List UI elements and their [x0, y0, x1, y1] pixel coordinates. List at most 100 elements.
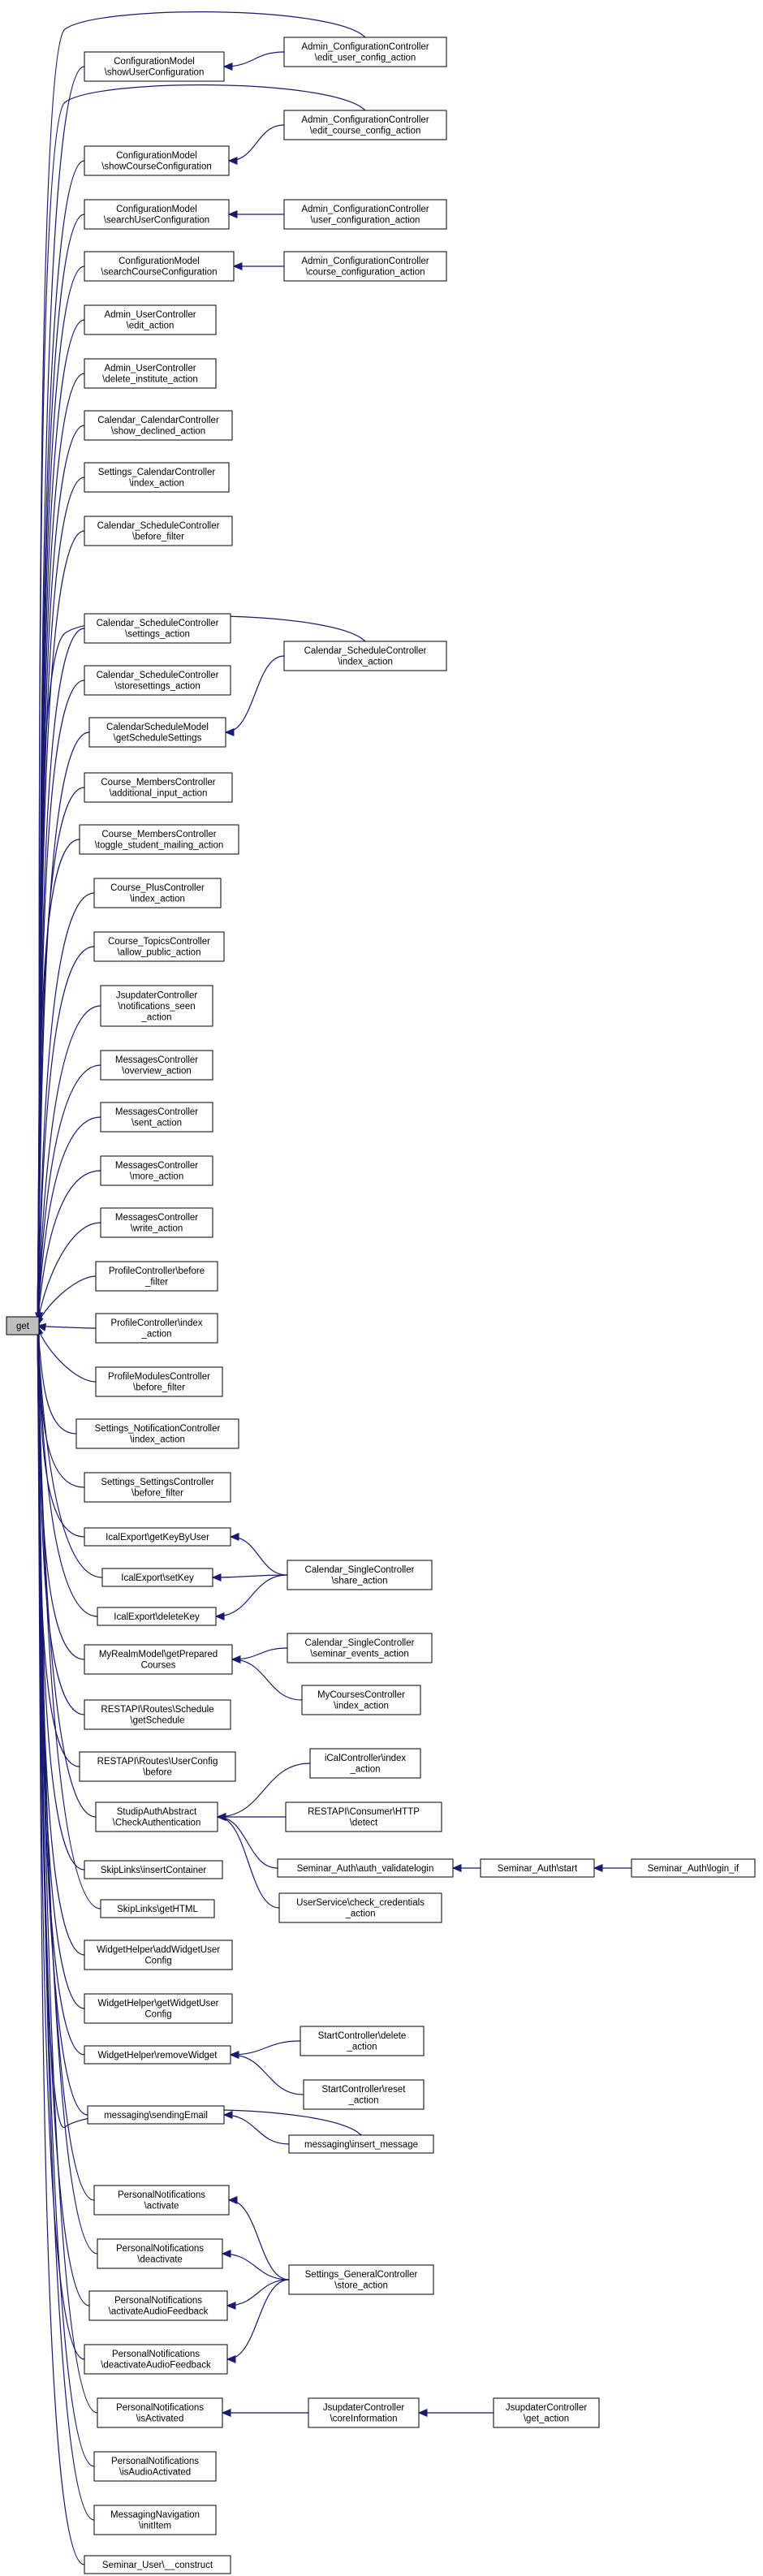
graph-node-n40[interactable]: PersonalNotifications\activate — [93, 2185, 230, 2216]
edge-n33f-to-n33e-arrowhead — [593, 1864, 603, 1872]
node-label-line: \searchUserConfiguration — [104, 216, 209, 226]
node-label-line: \show_declined_action — [111, 427, 205, 437]
graph-node-n2a[interactable]: Admin_ConfigurationController\edit_cours… — [283, 110, 447, 140]
graph-node-n38b[interactable]: StartController\reset_action — [303, 2079, 425, 2110]
graph-node-n1[interactable]: ConfigurationModel\showUserConfiguration — [84, 51, 225, 82]
node-box — [84, 1527, 231, 1547]
graph-node-n41[interactable]: PersonalNotifications\deactivate — [97, 2238, 223, 2269]
node-label-line: IcalExport\setKey — [121, 1573, 194, 1583]
graph-node-n16[interactable]: Course_TopicsController\allow_public_act… — [93, 931, 225, 962]
node-label-line: Config — [144, 2010, 171, 2020]
graph-node-n33a[interactable]: iCalController\index_action — [309, 1748, 421, 1779]
node-box — [84, 1860, 223, 1879]
node-label-line: \initItem — [139, 2522, 171, 2531]
graph-node-n24[interactable]: ProfileModulesController\before_filter — [95, 1366, 223, 1397]
graph-node-n33f[interactable]: Seminar_Auth\login_if — [631, 1858, 756, 1878]
node-label-line: \index_action — [334, 1702, 389, 1711]
graph-node-n12[interactable]: CalendarScheduleModel\getScheduleSetting… — [88, 717, 226, 748]
graph-node-n32[interactable]: RESTAPI\Routes\UserConfig\before — [79, 1751, 236, 1782]
graph-node-n19[interactable]: MessagesController\sent_action — [100, 1102, 213, 1133]
graph-node-n43[interactable]: PersonalNotifications\deactivateAudioFee… — [84, 2344, 228, 2375]
graph-node-n13[interactable]: Course_MembersController\additional_inpu… — [84, 772, 233, 803]
graph-node-n20[interactable]: MessagesController\more_action — [100, 1155, 213, 1186]
graph-node-n8[interactable]: Settings_CalendarController\index_action — [84, 462, 230, 493]
graph-node-n35[interactable]: SkipLinks\getHTML — [100, 1899, 215, 1918]
edge-n18-to-root — [37, 1064, 101, 1327]
graph-node-n31[interactable]: RESTAPI\Routes\Schedule\getSchedule — [84, 1699, 231, 1730]
graph-node-n18[interactable]: MessagesController\overview_action — [100, 1050, 213, 1081]
graph-node-n28a[interactable]: Calendar_SingleController\share_action — [287, 1560, 433, 1590]
node-box — [277, 1858, 454, 1878]
graph-node-n34[interactable]: SkipLinks\insertContainer — [84, 1860, 223, 1879]
graph-node-n6[interactable]: Admin_UserController\delete_institute_ac… — [84, 358, 217, 389]
graph-node-n2[interactable]: ConfigurationModel\showCourseConfigurati… — [84, 145, 230, 176]
graph-node-n33[interactable]: StudipAuthAbstract\CheckAuthentication — [95, 1801, 218, 1832]
graph-node-n33b[interactable]: RESTAPI\Consumer\HTTP\detect — [285, 1801, 442, 1832]
node-box — [309, 1748, 421, 1779]
node-box — [285, 1801, 442, 1832]
node-box — [84, 304, 217, 335]
edge-n4a-to-n4-arrowhead — [232, 262, 243, 270]
graph-node-n38a[interactable]: StartController\delete_action — [300, 2026, 425, 2056]
graph-node-n33d[interactable]: UserService\check_credentials_action — [278, 1892, 442, 1923]
graph-node-n27[interactable]: IcalExport\getKeyByUser — [84, 1527, 231, 1547]
graph-node-n47[interactable]: Seminar_User\__construct — [84, 2555, 231, 2574]
graph-node-n15[interactable]: Course_PlusController\index_action — [93, 878, 222, 908]
graph-node-n44b[interactable]: JsupdaterController\get_action — [493, 2397, 600, 2428]
root-node-get[interactable]: get — [6, 1316, 40, 1335]
graph-node-n38[interactable]: WidgetHelper\removeWidget — [84, 2045, 231, 2065]
graph-node-n39a[interactable]: messaging\insert_message — [288, 2134, 434, 2154]
node-label-line: UserService\check_credentials — [296, 1898, 425, 1908]
graph-node-n30b[interactable]: MyCoursesController\index_action — [301, 1685, 421, 1715]
graph-node-n25[interactable]: Settings_NotificationController\index_ac… — [75, 1418, 239, 1449]
graph-node-n11[interactable]: Calendar_ScheduleController\storesetting… — [84, 665, 231, 696]
graph-node-n3[interactable]: ConfigurationModel\searchUserConfigurati… — [84, 199, 230, 230]
edge-n28-to-root — [37, 1325, 103, 1578]
graph-node-n9[interactable]: Calendar_ScheduleController\before_filte… — [84, 516, 233, 546]
graph-node-n33c[interactable]: Seminar_Auth\auth_validatelogin — [277, 1858, 454, 1878]
node-label-line: JsupdaterController — [323, 2403, 405, 2413]
node-label-line: \toggle_student_mailing_action — [95, 841, 224, 851]
graph-node-n42[interactable]: PersonalNotifications\activateAudioFeedb… — [88, 2290, 228, 2321]
graph-node-n30a[interactable]: Calendar_SingleController\seminar_events… — [287, 1633, 433, 1663]
node-box — [84, 665, 231, 696]
graph-node-n17[interactable]: JsupdaterController\notifications_seen_a… — [100, 985, 213, 1027]
node-label-line: Course_TopicsController — [108, 937, 210, 947]
graph-node-n7[interactable]: Calendar_CalendarController\show_decline… — [84, 410, 233, 441]
graph-node-n39[interactable]: messaging\sendingEmail — [87, 2105, 225, 2125]
graph-node-n28[interactable]: IcalExport\setKey — [101, 1568, 213, 1587]
edge-n39a-to-n39-arrowhead — [222, 2111, 233, 2119]
graph-node-n46[interactable]: MessagingNavigation\initItem — [93, 2505, 217, 2535]
graph-node-n33e[interactable]: Seminar_Auth\start — [480, 1858, 595, 1878]
node-box — [84, 2045, 231, 2065]
graph-node-n29[interactable]: IcalExport\deleteKey — [97, 1607, 217, 1626]
graph-node-n21[interactable]: MessagesController\write_action — [100, 1207, 213, 1238]
node-label-line: \detect — [350, 1819, 378, 1828]
graph-node-n4x[interactable]: Settings_GeneralController\store_action — [288, 2264, 434, 2295]
node-label-line: Calendar_ScheduleController — [97, 619, 219, 628]
graph-node-n1a[interactable]: Admin_ConfigurationController\edit_user_… — [283, 37, 447, 67]
graph-node-n10[interactable]: Calendar_ScheduleController\settings_act… — [84, 613, 231, 644]
edge-n22-to-root — [37, 1275, 97, 1327]
graph-node-n45[interactable]: PersonalNotifications\isAudioActivated — [93, 2451, 217, 2482]
graph-node-n44a[interactable]: JsupdaterController\coreInformation — [308, 2397, 420, 2428]
graph-node-n23[interactable]: ProfileController\index_action — [95, 1313, 218, 1344]
edge-n44a-to-n44-arrowhead — [221, 2409, 231, 2417]
node-label-line: \more_action — [130, 1172, 183, 1182]
graph-node-n4a[interactable]: Admin_ConfigurationController\course_con… — [283, 251, 447, 282]
graph-node-n4[interactable]: ConfigurationModel\searchCourseConfigura… — [84, 251, 235, 282]
graph-node-n44[interactable]: PersonalNotifications\isActivated — [97, 2397, 223, 2428]
graph-node-n26[interactable]: Settings_SettingsController\before_filte… — [84, 1472, 231, 1503]
node-box — [480, 1858, 595, 1878]
graph-node-n9a[interactable]: Calendar_ScheduleController\index_action — [283, 641, 447, 671]
edge-n3a-to-n3-arrowhead — [227, 210, 238, 218]
graph-node-n14[interactable]: Course_MembersController\toggle_student_… — [79, 824, 239, 855]
graph-node-n22[interactable]: ProfileController\before_filter — [95, 1261, 218, 1292]
graph-node-n5[interactable]: Admin_UserController\edit_action — [84, 304, 217, 335]
node-label-line: Seminar_Auth\auth_validatelogin — [297, 1864, 434, 1874]
edge-n1a-to-n1 — [223, 51, 285, 67]
graph-node-n3a[interactable]: Admin_ConfigurationController\user_confi… — [283, 199, 447, 230]
